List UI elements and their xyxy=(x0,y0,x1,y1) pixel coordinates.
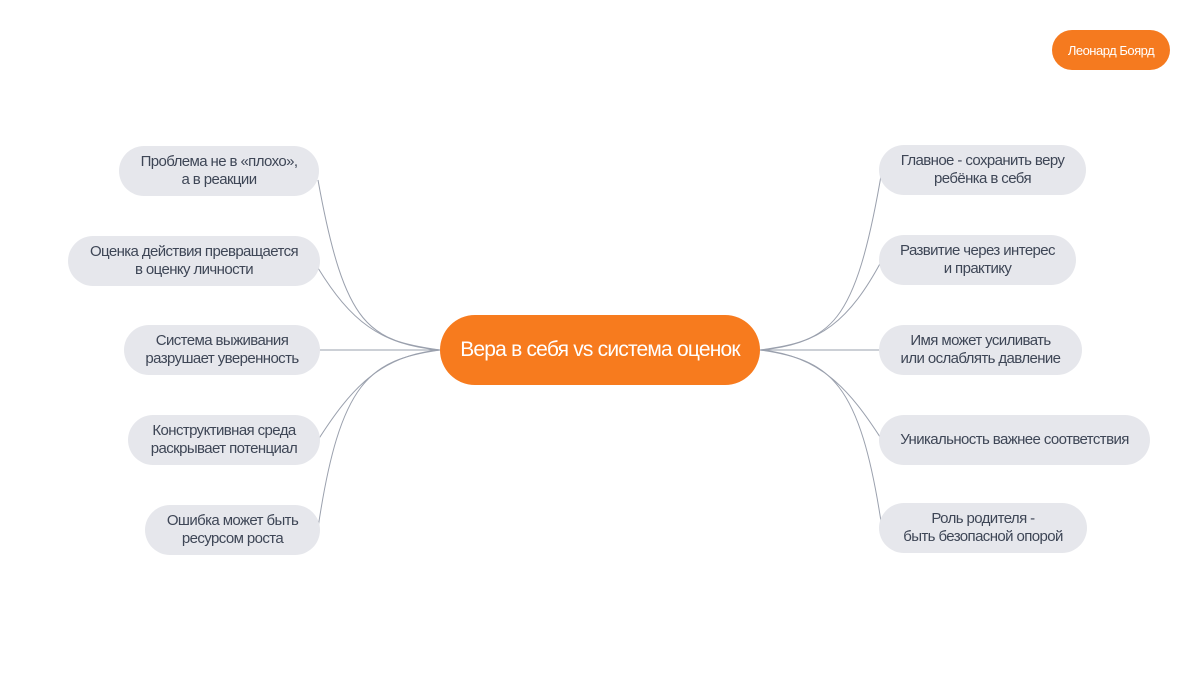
branch-left-3-line2: разрушает уверенность xyxy=(145,350,299,367)
branch-left-4: Конструктивная среда раскрывает потенциа… xyxy=(128,415,320,465)
branch-left-1: Проблема не в «плохо», а в реакции xyxy=(119,146,319,196)
branch-left-1-line2: а в реакции xyxy=(181,171,258,188)
connector-right-2 xyxy=(759,259,883,351)
branch-right-4-line1: Уникальность важнее соответствия xyxy=(900,431,1129,448)
branch-right-1: Главное - сохранить веру ребёнка в себя xyxy=(879,145,1086,195)
branch-right-5-line2: быть безопасной опорой xyxy=(903,528,1063,545)
branch-right-1-line1: Главное - сохранить веру xyxy=(900,152,1065,169)
branch-left-3-line1: Система выживания xyxy=(155,332,289,349)
branch-right-5-line1: Роль родителя - xyxy=(931,510,1035,527)
connector-left-2 xyxy=(317,267,441,351)
branch-left-5-line2: ресурсом роста xyxy=(181,530,284,547)
branch-right-3-line1: Имя может усиливать xyxy=(910,332,1051,349)
branch-right-2: Развитие через интерес и практику xyxy=(879,235,1076,285)
branch-left-2-line1: Оценка действия превращается xyxy=(89,243,299,260)
branch-right-2-line1: Развитие через интерес xyxy=(900,242,1056,259)
connector-left-5 xyxy=(317,349,441,529)
branch-left-4-line1: Конструктивная среда xyxy=(152,422,296,439)
branch-left-4-line2: раскрывает потенциал xyxy=(150,440,298,457)
branch-right-5: Роль родителя - быть безопасной опорой xyxy=(879,503,1087,553)
branch-right-1-line2: ребёнка в себя xyxy=(934,170,1032,187)
central-topic: Вера в себя vs система оценок xyxy=(440,315,760,385)
branch-right-4: Уникальность важнее соответствия xyxy=(879,415,1150,465)
connector-right-5 xyxy=(759,349,883,529)
branch-left-5-line1: Ошибка может быть xyxy=(166,512,299,529)
branch-left-1-line1: Проблема не в «плохо», xyxy=(140,153,298,170)
branch-left-3: Система выживания разрушает уверенность xyxy=(124,325,320,375)
branch-right-3-line2: или ослаблять давление xyxy=(900,350,1061,367)
branch-left-2-line2: в оценку личности xyxy=(134,261,254,278)
branch-left-2: Оценка действия превращается в оценку ли… xyxy=(68,236,320,286)
connector-right-1 xyxy=(759,169,883,351)
branch-right-3: Имя может усиливать или ослаблять давлен… xyxy=(879,325,1082,375)
connector-left-4 xyxy=(317,349,441,441)
branch-right-2-line2: и практику xyxy=(943,260,1012,277)
connector-left-1 xyxy=(317,179,441,351)
author-badge: Леонард Боярд xyxy=(1052,30,1170,70)
connector-right-4 xyxy=(759,349,883,441)
branch-left-5: Ошибка может быть ресурсом роста xyxy=(145,505,320,555)
